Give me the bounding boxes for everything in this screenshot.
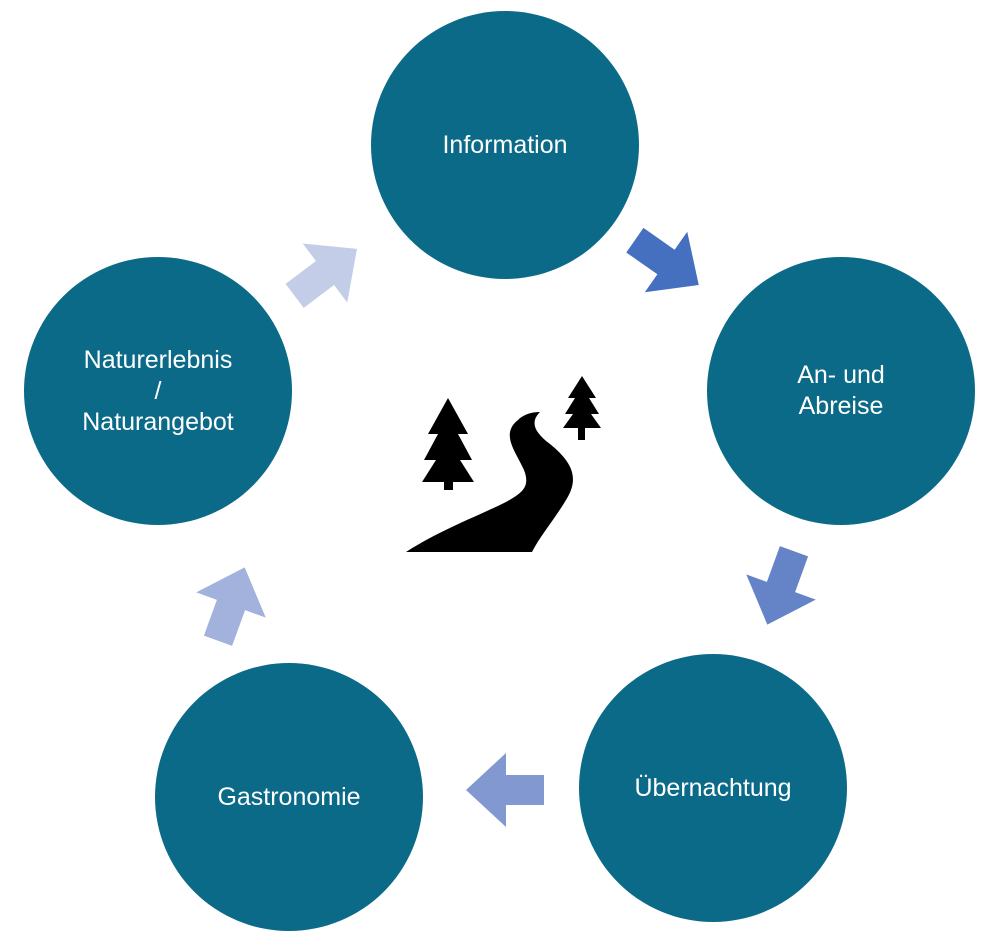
node-information: Information [371,11,639,279]
arrow-shape [285,243,357,308]
arrow-shape [626,227,699,293]
node-gastronomie: Gastronomie [155,663,423,931]
node-uebernachtung: Übernachtung [579,654,847,922]
node-label-an-und-abreise: An- und Abreise [797,361,885,420]
arrow-anreise-to-uebernachtung [746,546,816,625]
tree-right-icon [563,376,601,440]
node-label-uebernachtung: Übernachtung [634,773,792,802]
node-label-naturerlebnis: Naturerlebnis / Naturangebot [82,345,234,436]
road-shape [406,412,573,552]
node-label-gastronomie: Gastronomie [217,782,361,811]
forest-road-icon [406,376,601,552]
node-label-information: Information [442,130,568,159]
node-an-und-abreise: An- und Abreise [707,257,975,525]
arrow-shape [196,567,266,646]
arrow-naturerlebnis-to-information [285,243,357,308]
arrow-shape [466,753,544,827]
arrow-information-to-anreise [626,227,699,293]
arrow-uebernachtung-to-gastronomie [466,753,544,827]
arrow-gastronomie-to-naturerlebnis [196,567,266,646]
node-naturerlebnis: Naturerlebnis / Naturangebot [24,257,292,525]
arrow-shape [746,546,816,625]
tree-left-icon [422,398,474,490]
